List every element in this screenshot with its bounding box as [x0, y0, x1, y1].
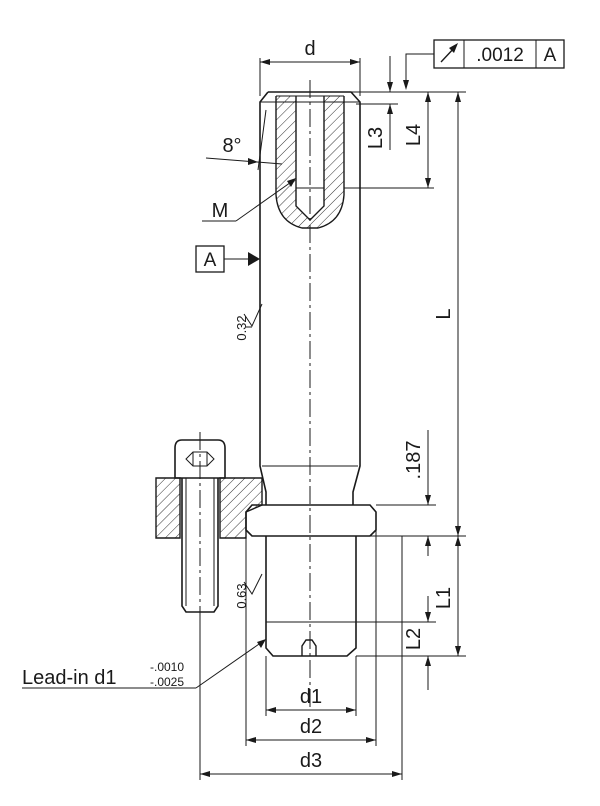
- datum-triangle-icon: [248, 252, 260, 266]
- dim-d1-label: d1: [300, 686, 322, 708]
- tolerance-value: .0012: [476, 45, 524, 66]
- lead-in-label: Lead-in d1: [22, 667, 117, 689]
- dimension-L: L: [370, 92, 466, 537]
- lead-in-lower: -.0025: [150, 675, 184, 689]
- runout-arrow-icon: [440, 43, 458, 63]
- dim-L3-label: L3: [365, 127, 387, 149]
- dimension-d1-d2-d3: d1 d2 d3: [199, 530, 403, 780]
- datum-label: A: [204, 250, 217, 271]
- dimension-shoulder: .187: [376, 430, 436, 556]
- dim-shoulder-label: .187: [403, 441, 425, 480]
- dim-d2-label: d2: [300, 716, 322, 738]
- dimension-angle: 8°: [205, 109, 283, 171]
- finish-tip-label: 0.63: [234, 583, 249, 608]
- datum-a-marker: A: [195, 245, 260, 273]
- pin-body: [245, 91, 377, 657]
- dim-d3-label: d3: [300, 750, 322, 772]
- lead-in-upper: -.0010: [150, 660, 184, 674]
- dimension-L3-L4: L3 L4: [344, 56, 466, 189]
- surface-finish-tip: 0.63: [234, 573, 263, 609]
- dim-L-label: L: [433, 308, 455, 319]
- dim-thread-label: M: [212, 200, 229, 222]
- lead-in-callout: Lead-in d1 -.0010 -.0025: [22, 639, 266, 689]
- finish-shank-label: 0.32: [234, 315, 249, 340]
- runout-tolerance-frame: .0012 A: [403, 39, 565, 90]
- dim-L1-label: L1: [433, 587, 455, 609]
- dimension-d: d: [259, 38, 361, 96]
- dim-L2-label: L2: [403, 628, 425, 650]
- tolerance-datum: A: [544, 45, 557, 66]
- dim-L4-label: L4: [403, 124, 425, 146]
- dim-angle-label: 8°: [222, 135, 241, 157]
- clamp-screw: [155, 432, 263, 624]
- surface-finish-shank: 0.32: [234, 303, 263, 341]
- dim-d-label: d: [304, 38, 315, 60]
- thread-leader: M: [202, 178, 296, 222]
- dimension-L1-L2: L1 L2: [356, 536, 466, 690]
